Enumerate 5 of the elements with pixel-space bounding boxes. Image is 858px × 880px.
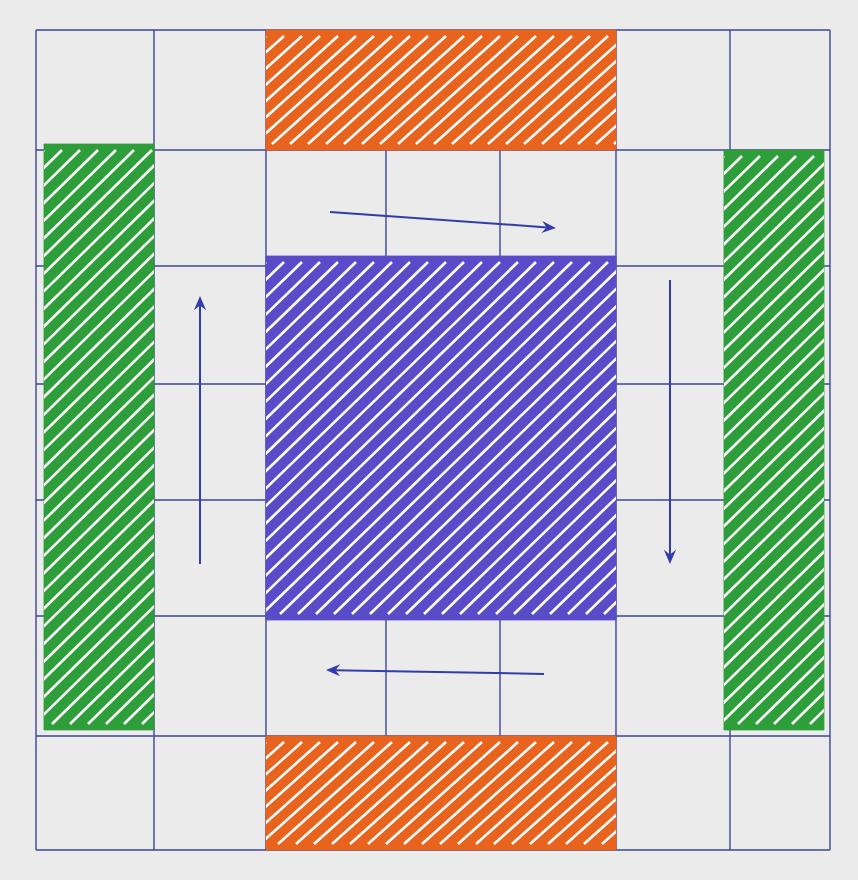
hatched-block — [43, 143, 155, 731]
hatched-block — [265, 255, 617, 621]
hatched-block — [265, 29, 617, 151]
hatched-block — [723, 149, 825, 731]
hatched-block — [265, 735, 617, 851]
